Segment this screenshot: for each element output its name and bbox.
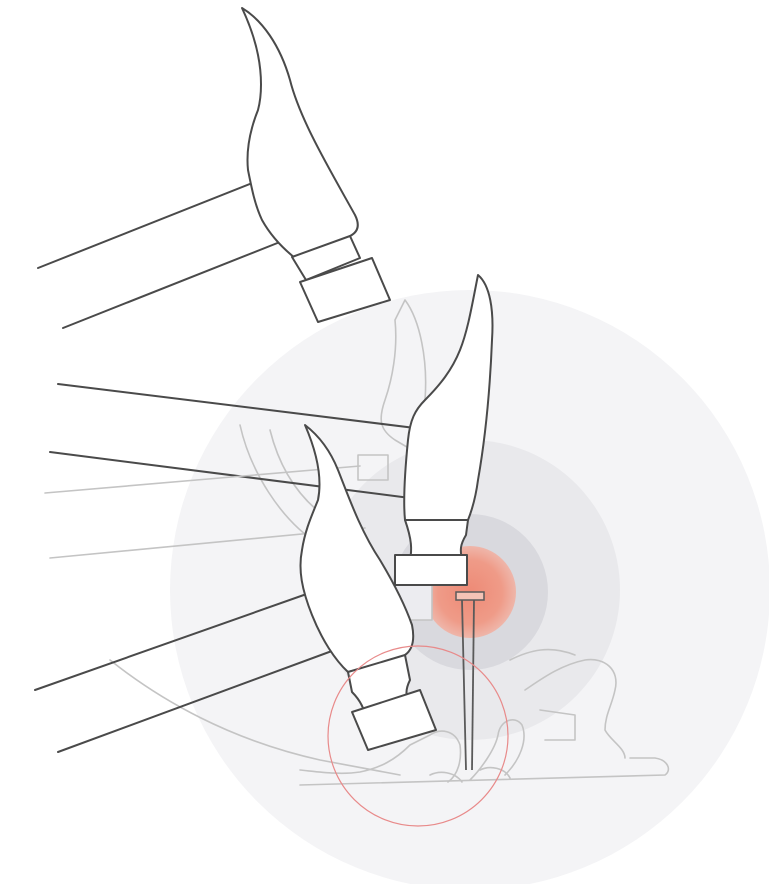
hammer-top	[242, 8, 390, 322]
